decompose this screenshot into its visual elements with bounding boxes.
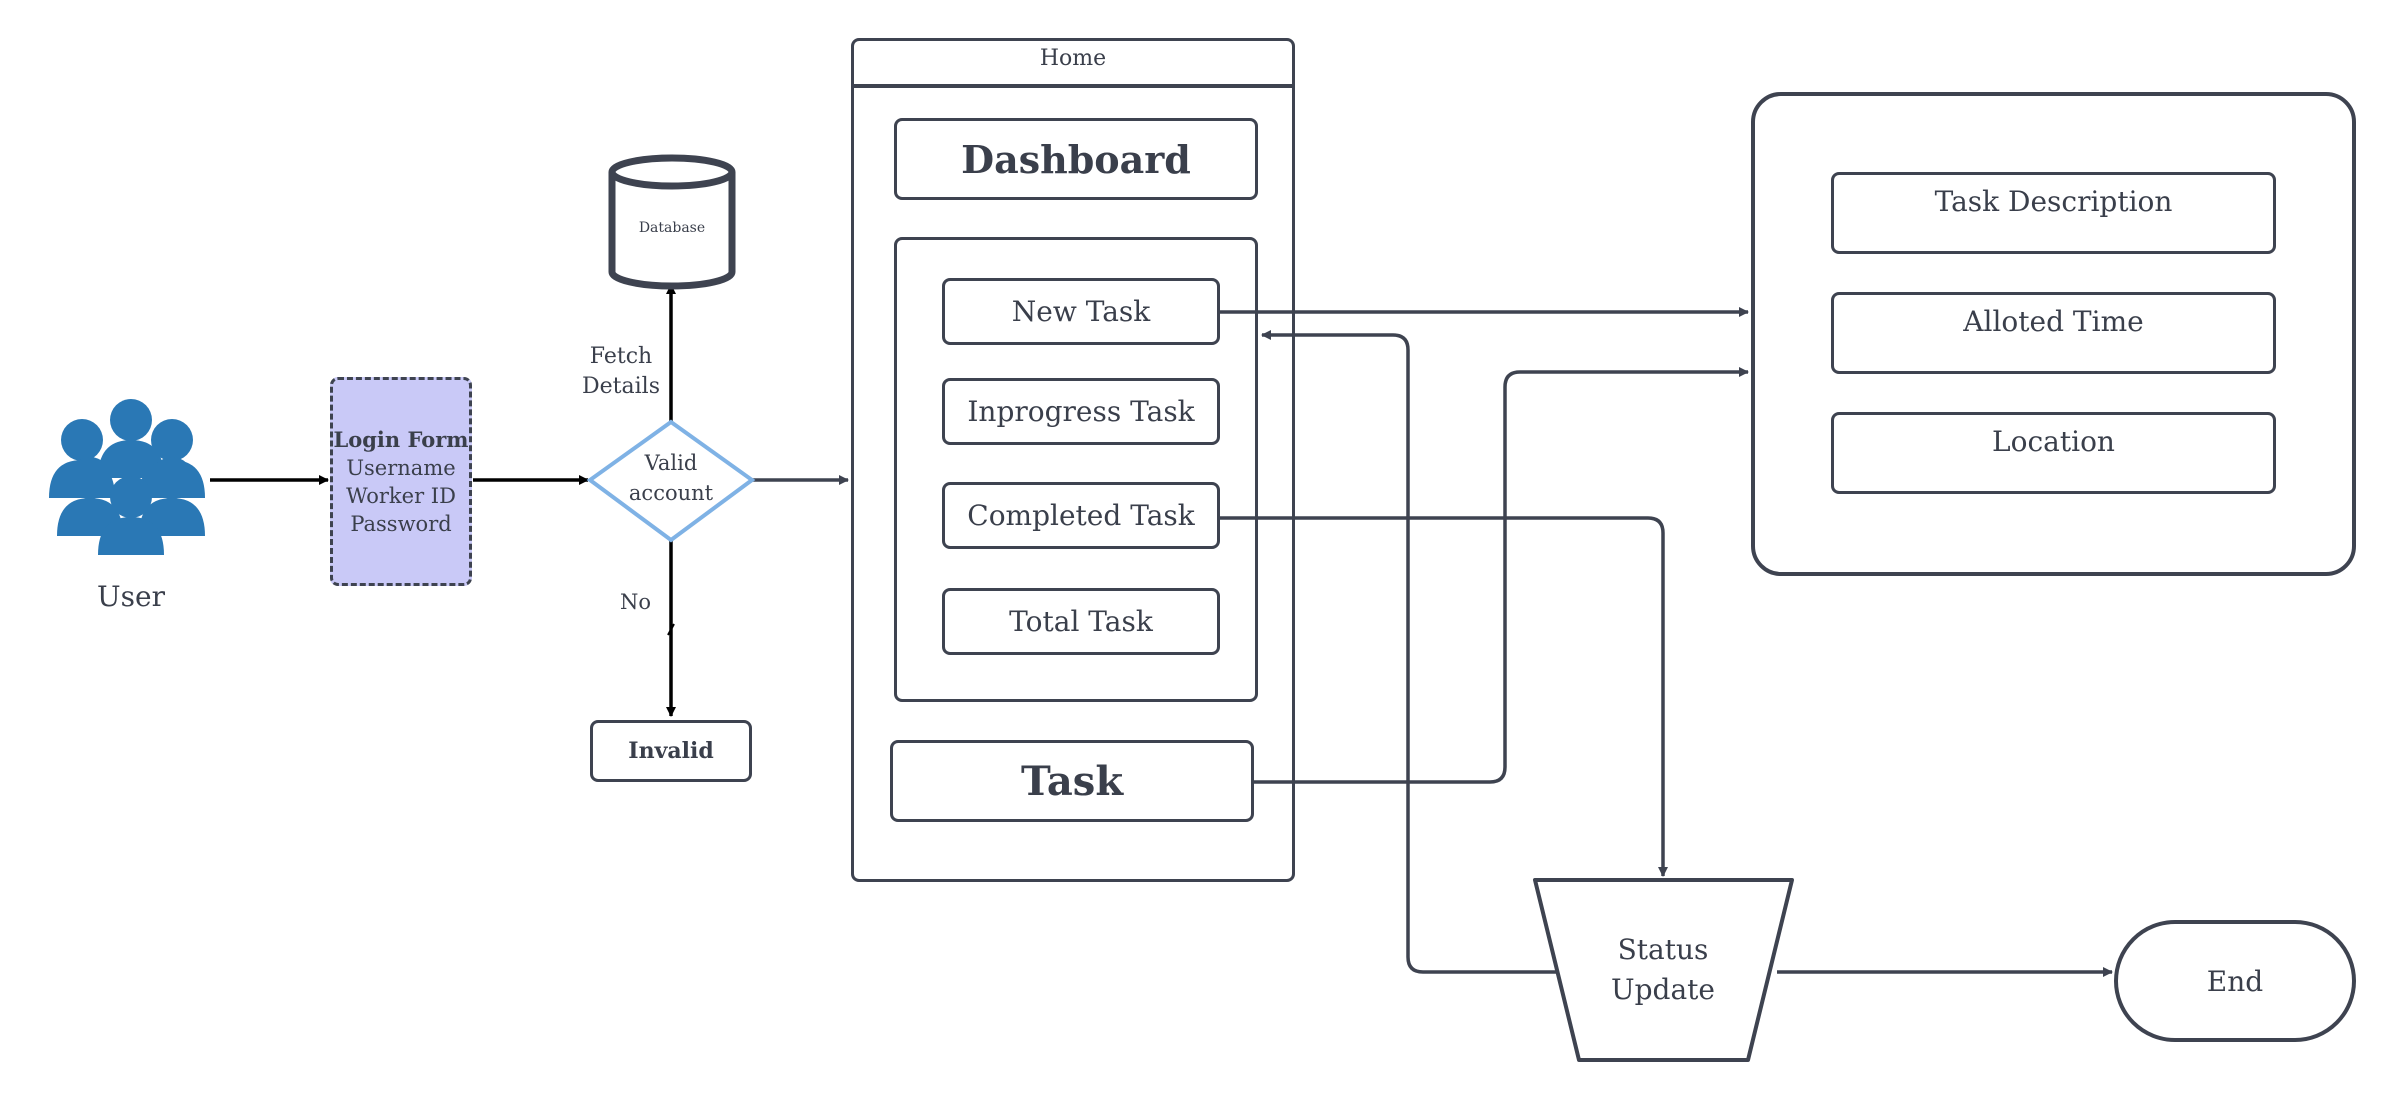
edge-completed-status	[1220, 516, 1668, 877]
task-details-panel	[1751, 92, 2356, 576]
home-title: Home	[1039, 46, 1107, 71]
username-field: Username	[346, 455, 456, 480]
completed-task-button[interactable]: Completed Task	[942, 482, 1220, 549]
task-list-panel	[894, 237, 1258, 702]
decision-label: Valid account	[628, 451, 714, 505]
database-label: Database	[638, 220, 706, 236]
end-terminator: End	[2114, 920, 2356, 1042]
users-group-icon	[49, 399, 205, 555]
no-label: No	[620, 590, 652, 614]
dashboard-button[interactable]: Dashboard	[894, 118, 1258, 200]
task-button[interactable]: Task	[890, 740, 1254, 822]
fetch-details-label: Fetch Details	[582, 344, 660, 399]
decision-diamond	[586, 419, 756, 543]
edge-task-details	[1254, 367, 1749, 784]
inprogress-task-button[interactable]: Inprogress Task	[942, 378, 1220, 445]
login-form[interactable]: Login Form Username Worker ID Password	[330, 377, 472, 586]
alloted-time-field[interactable]: Alloted Time	[1831, 292, 2276, 374]
new-task-button[interactable]: New Task	[942, 278, 1220, 345]
location-field[interactable]: Location	[1831, 412, 2276, 494]
database-cylinder	[608, 154, 736, 290]
password-field: Password	[350, 511, 452, 536]
status-update-label: Status Update	[1611, 933, 1715, 1006]
task-description-field[interactable]: Task Description	[1831, 172, 2276, 254]
status-update-shape	[1533, 878, 1794, 1062]
home-screen	[851, 38, 1295, 882]
edge-status-newtask	[1261, 330, 1557, 974]
home-title-divider	[853, 84, 1293, 88]
user-label: User	[97, 580, 165, 613]
total-task-button[interactable]: Total Task	[942, 588, 1220, 655]
invalid-box: Invalid	[590, 720, 752, 782]
login-form-title: Login Form	[333, 426, 469, 452]
worker-id-field: Worker ID	[346, 483, 456, 508]
